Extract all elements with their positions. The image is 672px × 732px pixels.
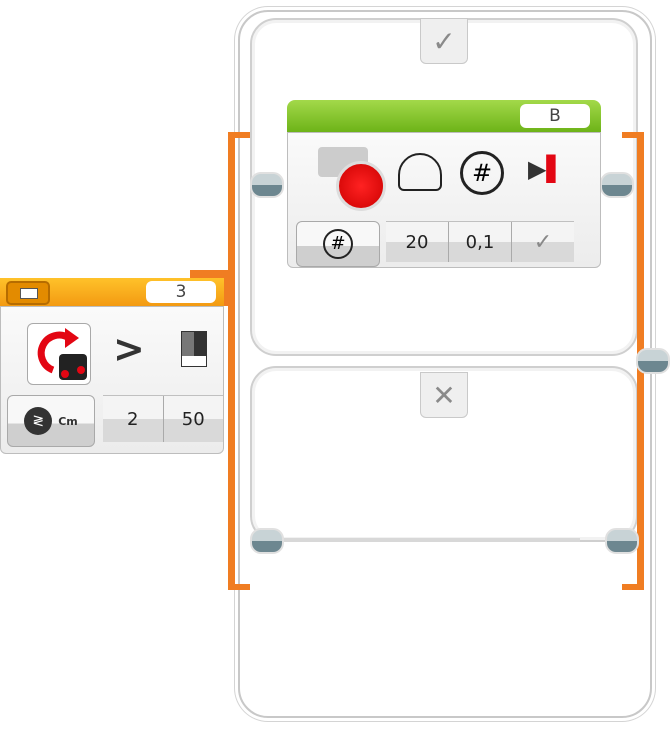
checkmark-icon: ✓: [432, 24, 456, 58]
rotations-input[interactable]: 0,1: [449, 222, 512, 262]
sequence-plug[interactable]: [605, 528, 639, 554]
port-selector[interactable]: 3: [146, 281, 216, 303]
port-label: B: [549, 106, 561, 126]
sensor-icon: [27, 323, 91, 385]
sequence-plug[interactable]: [600, 172, 634, 198]
threshold-input[interactable]: 50: [181, 408, 205, 430]
case-false-tab[interactable]: ✕: [420, 372, 468, 418]
comparison-icon: >: [113, 327, 145, 371]
sequence-plug[interactable]: [250, 172, 284, 198]
medium-motor-icon: [318, 147, 386, 211]
compare-type-input[interactable]: 2: [103, 396, 164, 442]
brake-icon: ▶▌: [528, 155, 565, 183]
x-icon: ✕: [432, 378, 456, 412]
speed-icon: [398, 153, 442, 191]
brake-at-end-input[interactable]: ✓: [533, 229, 553, 255]
ultrasonic-sensor-block[interactable]: 3 > ≷ Cm 2 50: [0, 278, 224, 454]
sequence-plug[interactable]: [250, 528, 284, 554]
ultrasonic-compare-icon: ≷: [24, 407, 53, 435]
mode-selector[interactable]: ≷ Cm: [7, 395, 95, 447]
threshold-icon: [181, 331, 207, 367]
block-toggle-icon[interactable]: [6, 281, 50, 305]
medium-motor-block[interactable]: B # ▶▌ # 20 0,1 ✓: [287, 100, 601, 268]
rotations-icon: #: [460, 151, 504, 195]
port-selector[interactable]: B: [520, 104, 590, 128]
case-true-tab[interactable]: ✓: [420, 18, 468, 64]
sequence-plug[interactable]: [636, 348, 670, 374]
mode-unit-label: Cm: [58, 414, 78, 428]
mode-selector[interactable]: #: [296, 221, 380, 267]
power-input[interactable]: 20: [386, 222, 449, 262]
switch-bracket-left: [228, 132, 235, 590]
rotations-icon: #: [323, 229, 353, 259]
port-label: 3: [175, 282, 187, 302]
